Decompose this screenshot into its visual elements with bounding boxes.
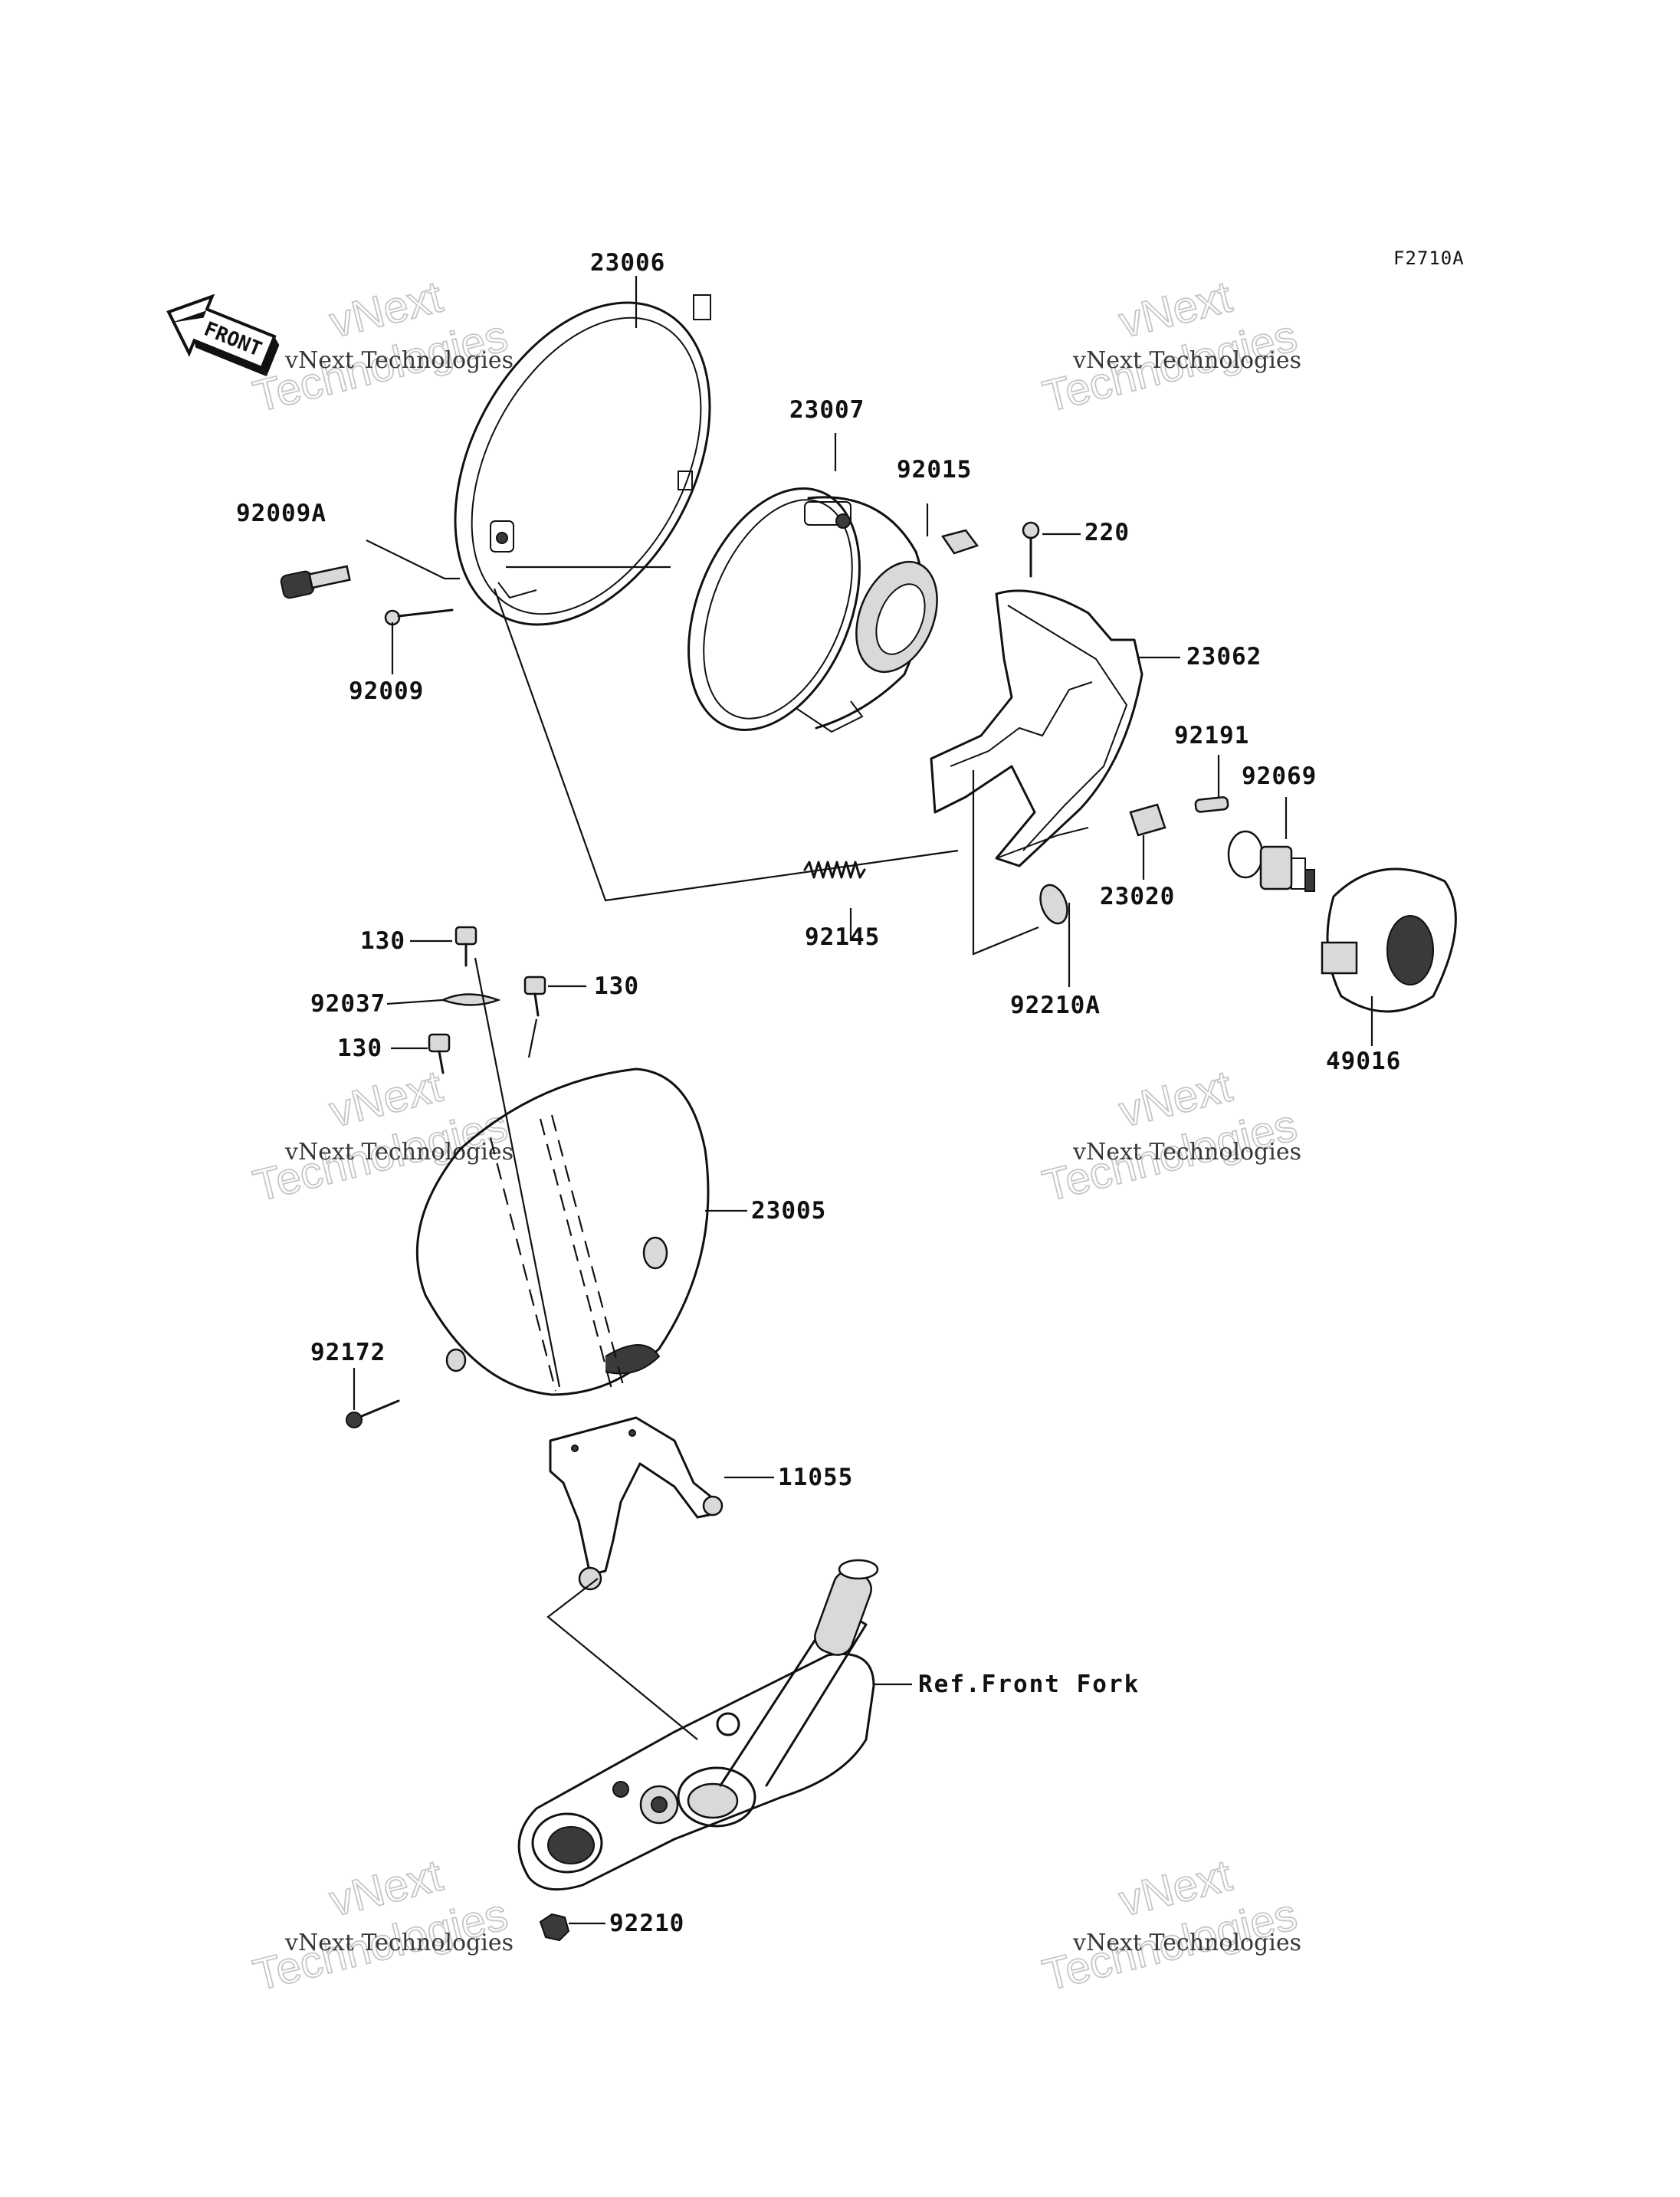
screw-92172 bbox=[346, 1399, 400, 1428]
figure-code: F2710A bbox=[1393, 248, 1465, 269]
front-arrow-icon: FRONT bbox=[166, 293, 280, 377]
bulb-cover-49016 bbox=[1321, 867, 1457, 1013]
screw-92009 bbox=[384, 608, 454, 626]
part-number-130: 130 bbox=[337, 1035, 382, 1062]
watermark-text: vNext Technologies bbox=[1072, 1930, 1301, 1956]
bolt-92009A bbox=[280, 565, 351, 599]
part-number-23005: 23005 bbox=[751, 1197, 826, 1225]
leader-lines bbox=[353, 276, 1373, 1925]
part-number-92015: 92015 bbox=[897, 456, 972, 484]
part-number-92069: 92069 bbox=[1242, 762, 1317, 790]
clamp-92037 bbox=[440, 993, 501, 1006]
cover-bracket-11055 bbox=[549, 1416, 724, 1591]
headlight-body bbox=[687, 487, 938, 733]
part-number-23062: 23062 bbox=[1186, 643, 1262, 671]
part-number-130: 130 bbox=[360, 927, 405, 955]
headlight-bracket bbox=[930, 589, 1144, 867]
bolt-130-c bbox=[428, 1033, 451, 1074]
part-number-92210: 92210 bbox=[609, 1910, 684, 1937]
watermark-text: vNext Technologies bbox=[1072, 347, 1301, 374]
pin-92191 bbox=[1194, 796, 1229, 813]
bolt-130-b bbox=[523, 976, 546, 1017]
watermark-text: vNext Technologies bbox=[1072, 1139, 1301, 1166]
nut-92015 bbox=[940, 529, 979, 555]
part-number-49016: 49016 bbox=[1326, 1048, 1401, 1075]
watermark-text: vNext Technologies bbox=[284, 1139, 514, 1166]
headlight-rim bbox=[454, 294, 711, 626]
headlight-cover bbox=[415, 1067, 710, 1396]
part-number-23006: 23006 bbox=[590, 249, 665, 277]
screw-220 bbox=[1022, 521, 1040, 578]
watermark-text: vNext Technologies bbox=[284, 1930, 514, 1956]
bolt-130-a bbox=[454, 926, 477, 967]
part-number-92037: 92037 bbox=[310, 990, 386, 1018]
bulb-92069 bbox=[1227, 830, 1315, 892]
front-fork-clamp bbox=[517, 1559, 879, 1891]
part-number-92172: 92172 bbox=[310, 1339, 386, 1366]
part-number-92210A: 92210A bbox=[1010, 992, 1101, 1019]
part-number-92191: 92191 bbox=[1174, 722, 1249, 749]
part-number-23007: 23007 bbox=[789, 396, 865, 424]
cap-23020 bbox=[1129, 803, 1166, 837]
reference-label: Ref.Front Fork bbox=[918, 1671, 1140, 1698]
part-number-130: 130 bbox=[594, 972, 639, 1000]
part-number-220: 220 bbox=[1084, 519, 1130, 546]
part-labels: 23006 23007 92015 220 92009A 92009 23062… bbox=[236, 249, 1401, 1937]
part-number-92009: 92009 bbox=[349, 677, 424, 705]
clip-92210A bbox=[1039, 884, 1068, 925]
part-number-23020: 23020 bbox=[1100, 883, 1175, 910]
watermark-group: vNext Technologies vNext Technologies vN… bbox=[248, 271, 1302, 2002]
part-number-92145: 92145 bbox=[805, 923, 880, 951]
watermark-text: vNext Technologies bbox=[284, 347, 514, 374]
nut-92210 bbox=[539, 1913, 570, 1942]
part-number-92009A: 92009A bbox=[236, 500, 326, 527]
part-number-11055: 11055 bbox=[778, 1464, 853, 1491]
